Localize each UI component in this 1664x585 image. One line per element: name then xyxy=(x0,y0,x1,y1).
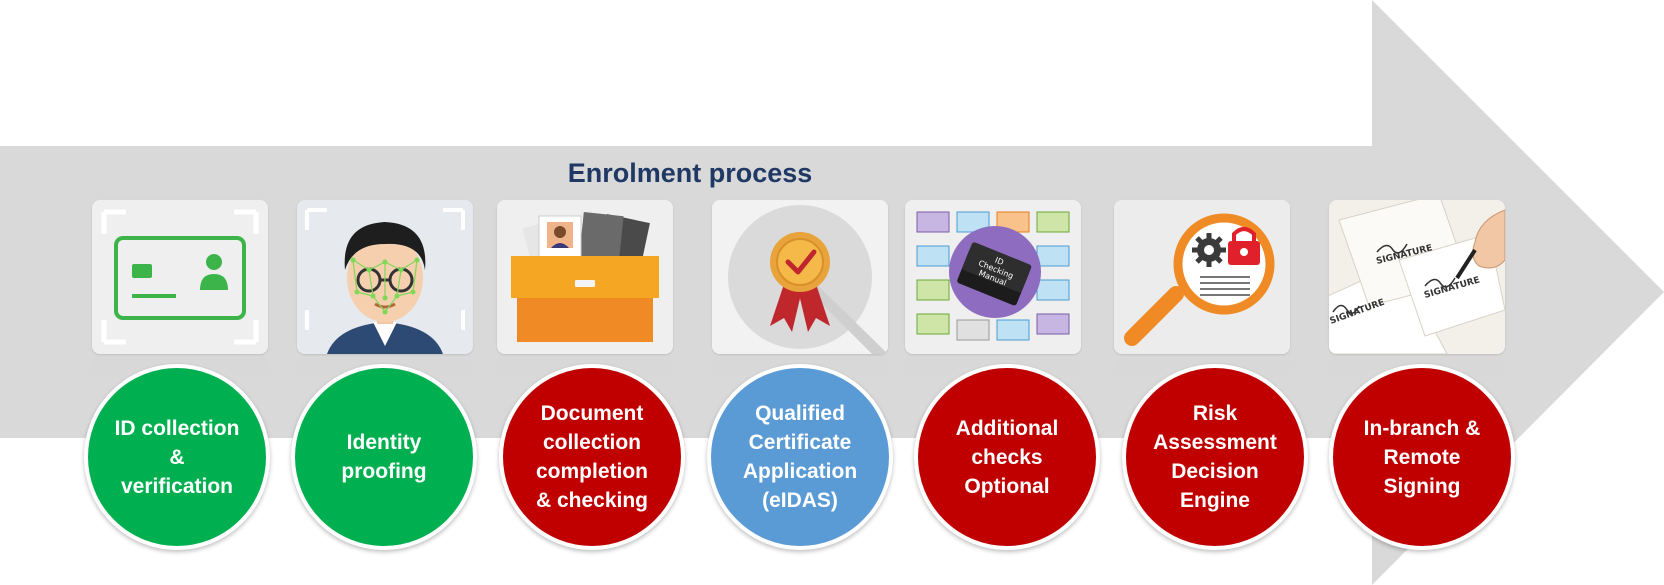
signature-documents-icon: SIGNATURE SIGNATURE SIGNATURE xyxy=(1329,200,1505,354)
manual-text-line-1: ID xyxy=(994,256,1005,268)
step-identity-proofing: Identity proofing xyxy=(291,364,477,550)
step-label: Document collection completion & checkin… xyxy=(535,402,649,512)
document-collection-image xyxy=(497,200,673,354)
step-label: Additional checks Optional xyxy=(955,416,1059,498)
signing-image: SIGNATURE SIGNATURE SIGNATURE xyxy=(1329,200,1505,354)
certificate-badge-icon xyxy=(712,200,888,354)
step-label: In-branch & Remote Signing xyxy=(1363,416,1481,498)
step-qualified-certificate: Qualified Certificate Application (eIDAS… xyxy=(707,364,893,550)
id-checking-manual-icon: ID Checking Manual xyxy=(905,200,1081,354)
step-additional-checks: Additional checks Optional xyxy=(914,364,1100,550)
qualified-certificate-image xyxy=(712,200,888,354)
document-drawer-icon xyxy=(497,200,673,354)
step-label: Risk Assessment Decision Engine xyxy=(1153,402,1277,512)
diagram-title: Enrolment process xyxy=(567,158,813,188)
step-document-collection: Document collection completion & checkin… xyxy=(499,364,685,550)
additional-checks-image: ID Checking Manual xyxy=(905,200,1081,354)
step-label: Identity proofing xyxy=(341,431,427,483)
face-recognition-icon xyxy=(297,200,473,354)
step-signing: In-branch & Remote Signing xyxy=(1329,364,1515,550)
risk-assessment-image xyxy=(1114,200,1290,354)
id-card-image xyxy=(92,200,268,354)
step-id-collection: ID collection & verification xyxy=(84,364,270,550)
id-card-icon xyxy=(92,200,268,354)
step-label: Qualified Certificate Application (eIDAS… xyxy=(742,402,858,512)
identity-proofing-image xyxy=(297,200,473,354)
risk-magnifier-icon xyxy=(1114,200,1290,354)
step-risk-assessment: Risk Assessment Decision Engine xyxy=(1122,364,1308,550)
step-label: ID collection & verification xyxy=(114,416,240,498)
